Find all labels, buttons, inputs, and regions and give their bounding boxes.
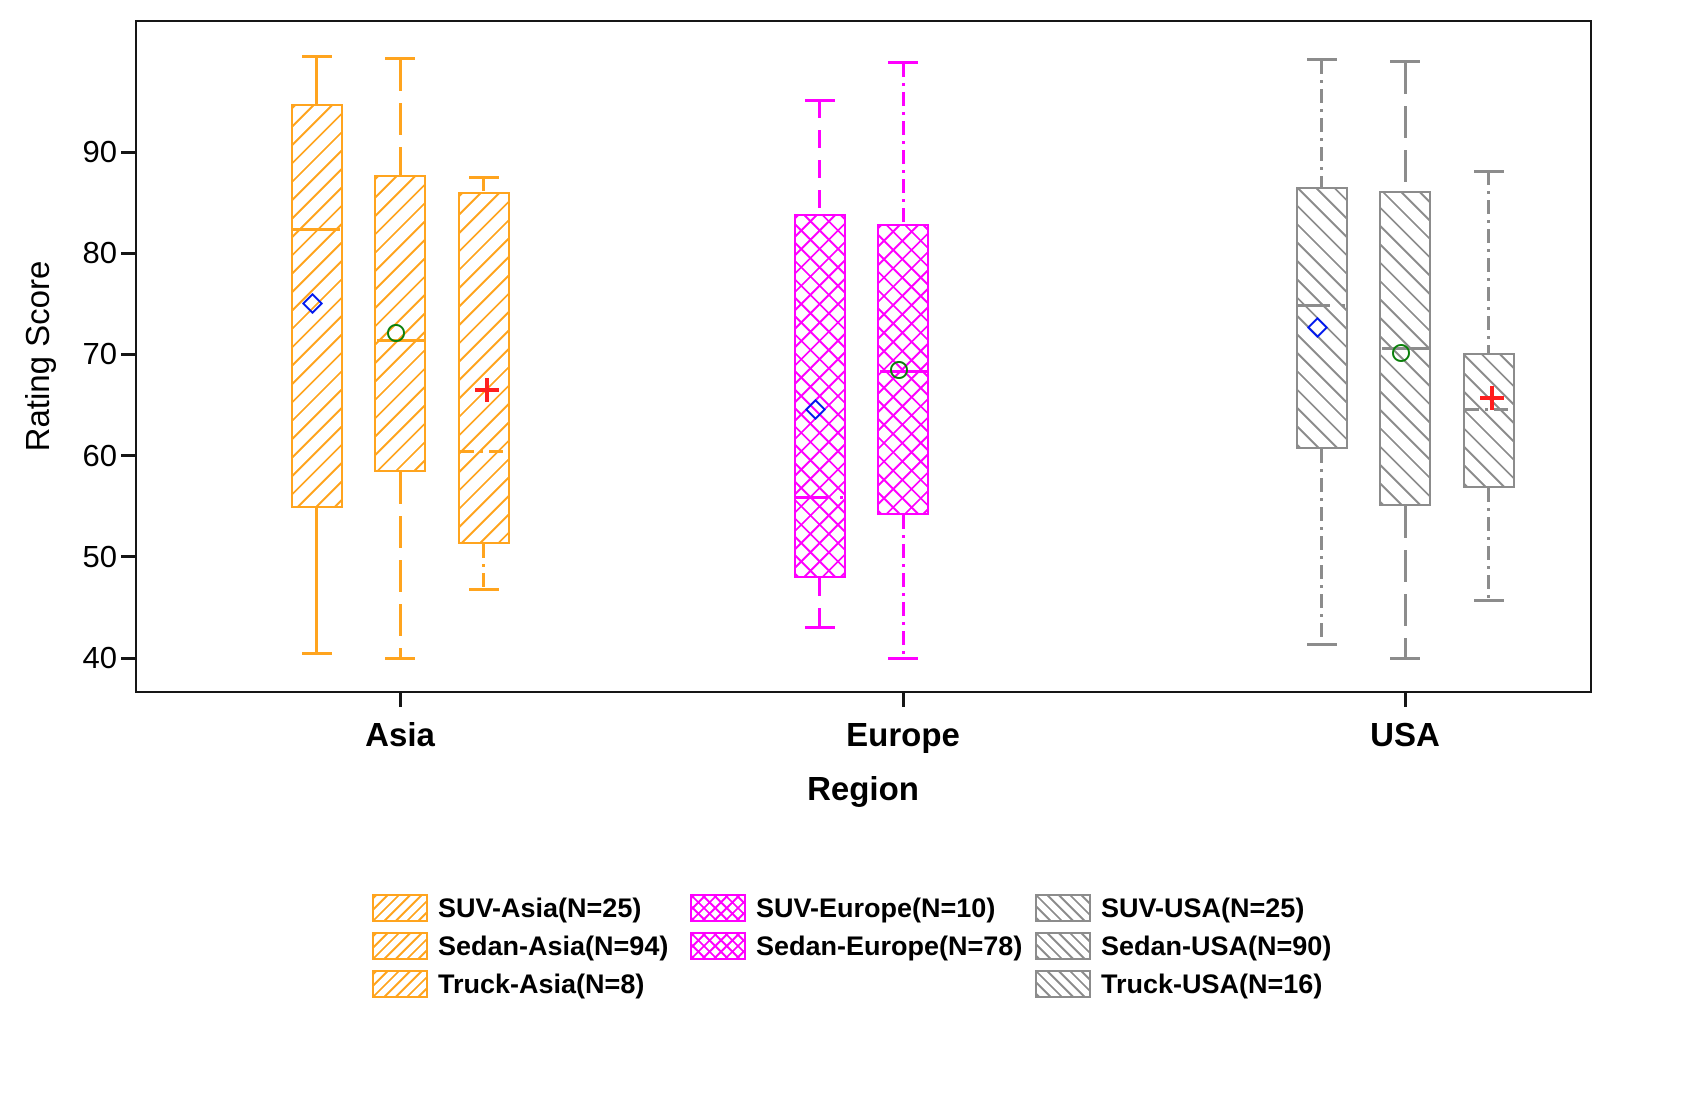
y-tick-label: 40 — [82, 640, 117, 675]
whisker-top — [482, 177, 485, 193]
legend-swatch — [690, 894, 746, 922]
box-iqr — [793, 213, 846, 579]
mean-marker-circle — [890, 360, 908, 379]
whisker-cap-top — [301, 55, 332, 59]
x-category-label: Asia — [365, 716, 435, 753]
box-iqr — [374, 175, 426, 472]
y-tick-label: 60 — [82, 437, 117, 473]
median-line — [293, 228, 340, 232]
whisker-top — [315, 56, 318, 105]
median-line — [1298, 304, 1345, 308]
whisker-cap-bottom — [1390, 656, 1420, 660]
median-line — [1465, 407, 1512, 411]
mean-marker-circle — [1392, 344, 1410, 363]
whisker-bottom — [901, 515, 905, 658]
whisker-cap-top — [468, 175, 499, 179]
whisker-cap-top — [1306, 58, 1337, 62]
mean-marker-circle — [387, 324, 405, 343]
whisker-top — [398, 58, 402, 176]
plus-horizontal-bar — [474, 388, 499, 392]
x-category-label: Europe — [846, 716, 960, 753]
whisker-cap-bottom — [301, 652, 332, 656]
whisker-bottom — [315, 508, 318, 654]
x-tick-mark — [901, 693, 905, 707]
y-axis-title: Rating Score — [19, 260, 56, 452]
whisker-bottom — [1320, 448, 1323, 645]
median-line — [796, 495, 843, 499]
whisker-bottom — [818, 578, 821, 628]
box-iqr — [1295, 187, 1348, 449]
whisker-cap-top — [1473, 169, 1504, 173]
legend-label: Sedan-USA(N=90) — [1101, 931, 1332, 961]
x-tick-mark — [1403, 693, 1407, 707]
whisker-cap-bottom — [385, 656, 415, 660]
whisker-bottom — [482, 543, 485, 590]
y-tick-mark — [121, 251, 135, 255]
legend-label: Truck-Asia(N=8) — [438, 969, 645, 999]
x-category-label: USA — [1370, 716, 1440, 753]
y-tick-label: 90 — [82, 134, 117, 169]
y-tick-label: 80 — [82, 235, 117, 271]
whisker-cap-top — [385, 57, 415, 61]
x-tick-mark — [398, 693, 402, 707]
y-tick-mark — [121, 454, 135, 458]
whisker-top — [1320, 59, 1323, 188]
legend-label: SUV-Asia(N=25) — [438, 893, 642, 923]
whisker-cap-top — [888, 61, 918, 65]
whisker-top — [901, 62, 905, 224]
legend-label: Truck-USA(N=16) — [1101, 969, 1323, 999]
legend-label: SUV-Europe(N=10) — [756, 893, 996, 923]
x-axis-title: Region — [807, 770, 919, 807]
plus-horizontal-bar — [1479, 396, 1504, 400]
y-tick-mark — [121, 352, 135, 356]
plot-area — [135, 20, 1592, 693]
whisker-cap-bottom — [1473, 598, 1504, 602]
whisker-cap-bottom — [888, 656, 918, 660]
legend-swatch — [372, 932, 428, 960]
box-iqr — [1462, 353, 1515, 488]
legend-swatch — [1035, 932, 1091, 960]
legend-swatch — [372, 970, 428, 998]
whisker-top — [818, 100, 821, 214]
whisker-cap-bottom — [468, 587, 499, 591]
box-iqr — [290, 104, 343, 509]
legend-swatch — [1035, 894, 1091, 922]
y-tick-label: 50 — [82, 538, 117, 574]
y-tick-mark — [121, 656, 135, 660]
median-line — [460, 450, 507, 454]
whisker-cap-bottom — [1306, 643, 1337, 647]
legend-swatch — [1035, 970, 1091, 998]
y-tick-label: 70 — [82, 336, 117, 372]
box-iqr — [457, 192, 510, 544]
whisker-top — [1487, 171, 1490, 354]
mean-marker-plus — [474, 377, 499, 402]
legend-label: SUV-USA(N=25) — [1101, 893, 1305, 923]
legend-swatch — [690, 932, 746, 960]
whisker-bottom — [398, 471, 402, 658]
y-tick-mark — [121, 150, 135, 154]
whisker-cap-top — [1390, 60, 1420, 64]
whisker-cap-bottom — [804, 626, 835, 630]
whisker-bottom — [1487, 487, 1490, 601]
legend-label: Sedan-Europe(N=78) — [756, 931, 1023, 961]
whisker-bottom — [1403, 506, 1407, 658]
legend-label: Sedan-Asia(N=94) — [438, 931, 669, 961]
legend-swatch — [372, 894, 428, 922]
whisker-top — [1403, 61, 1407, 192]
whisker-cap-top — [804, 98, 835, 102]
y-tick-mark — [121, 555, 135, 559]
mean-marker-plus — [1479, 385, 1504, 410]
